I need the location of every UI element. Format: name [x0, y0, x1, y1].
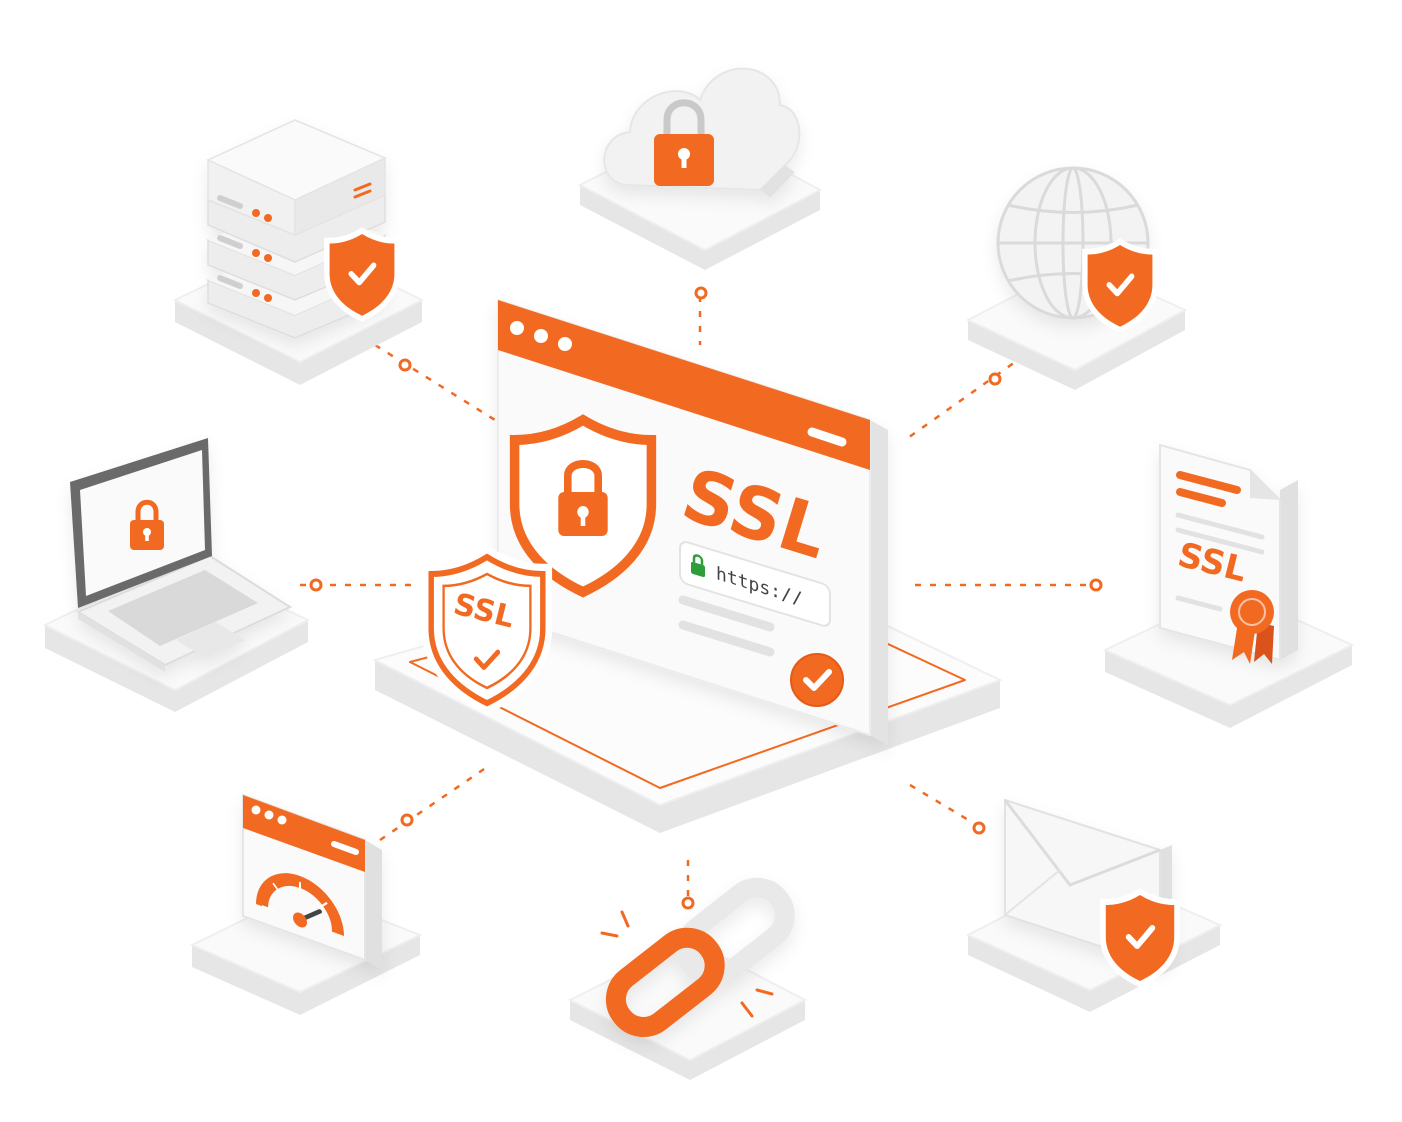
padlock-icon: [130, 499, 164, 550]
checkmark-icon: [790, 653, 844, 707]
spark-lines: [600, 910, 774, 1018]
connector-nodes: [309, 286, 1103, 910]
green-padlock-icon: [691, 554, 705, 578]
ssl-badge-shield-icon: [431, 557, 543, 703]
shield-check-icon: [1106, 895, 1174, 981]
shield-check-icon: [330, 234, 395, 316]
speedometer-icon: [256, 873, 344, 937]
certificate-lines: [1175, 471, 1265, 612]
link-icon: [605, 877, 795, 1038]
shield-lock-icon: [515, 420, 652, 592]
center-browser-window: [497, 298, 888, 745]
padlock-icon: [654, 99, 714, 186]
award-ribbon-icon: [1230, 590, 1274, 664]
shield-check-icon: [1088, 245, 1153, 327]
server-indicators: [217, 182, 372, 302]
placeholder-lines: [678, 595, 775, 657]
